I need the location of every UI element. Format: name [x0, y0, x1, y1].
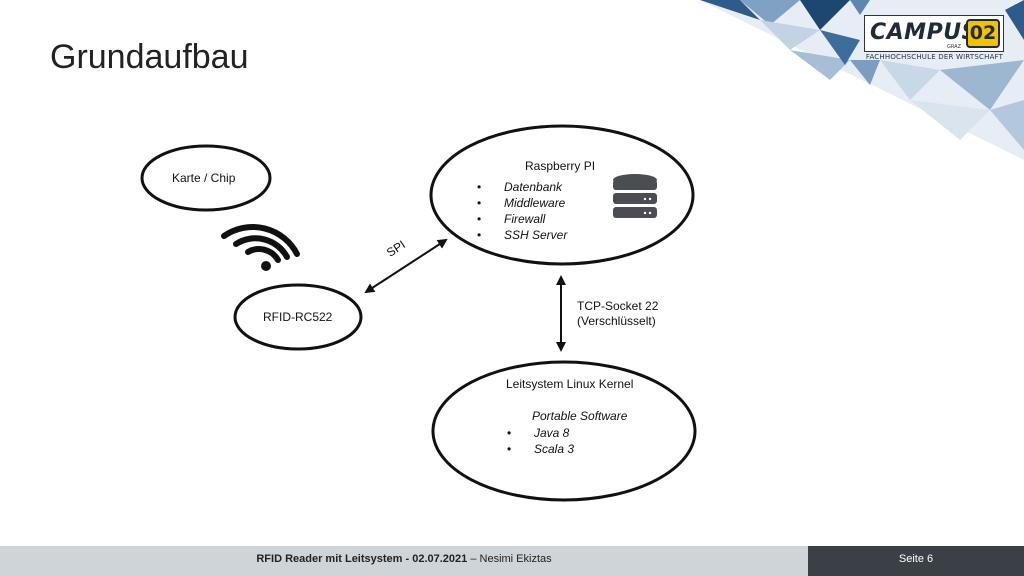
- leitsystem-node: [431, 360, 697, 502]
- footer-separator: –: [467, 553, 480, 565]
- logo-city: GRAZ: [947, 44, 961, 50]
- footer-page-panel: [808, 546, 1024, 576]
- page-number: Seite 6: [898, 553, 934, 565]
- rfid-node: [233, 283, 363, 351]
- tcp-label-line1: TCP-Socket 22: [577, 299, 659, 313]
- footer-title: RFID Reader mit Leitsystem - 02.07.2021: [256, 553, 468, 565]
- card-label: Karte / Chip: [172, 171, 236, 185]
- footer-bar: RFID Reader mit Leitsystem - 02.07.2021 …: [0, 546, 1024, 576]
- leitsystem-label: Leitsystem Linux Kernel: [506, 377, 634, 391]
- raspberry-node: [429, 124, 695, 266]
- footer-author: Nesimi Ekiztas: [479, 553, 552, 565]
- logo-word: CAMPUS: [870, 20, 978, 45]
- logo-number: 02: [966, 19, 1000, 48]
- card-node: [140, 144, 272, 212]
- footer-text: RFID Reader mit Leitsystem - 02.07.2021 …: [0, 553, 808, 565]
- logo-box: CAMPUS GRAZ 02: [864, 15, 1004, 52]
- database-icon: [610, 173, 660, 223]
- logo-subtitle: FACHHOCHSCHULE DER WIRTSCHAFT: [865, 53, 1004, 61]
- wifi-icon: [221, 224, 300, 271]
- spi-arrow: [364, 238, 448, 294]
- raspberry-label: Raspberry PI: [525, 159, 596, 173]
- tcp-label-line2: (Verschlüsselt): [577, 314, 656, 328]
- leitsystem-subtitle: Portable Software: [532, 409, 628, 423]
- rfid-label: RFID-RC522: [263, 310, 333, 324]
- page-title: Grundaufbau: [50, 38, 249, 76]
- campus02-logo: CAMPUS GRAZ 02 FACHHOCHSCHULE DER WIRTSC…: [864, 15, 1005, 63]
